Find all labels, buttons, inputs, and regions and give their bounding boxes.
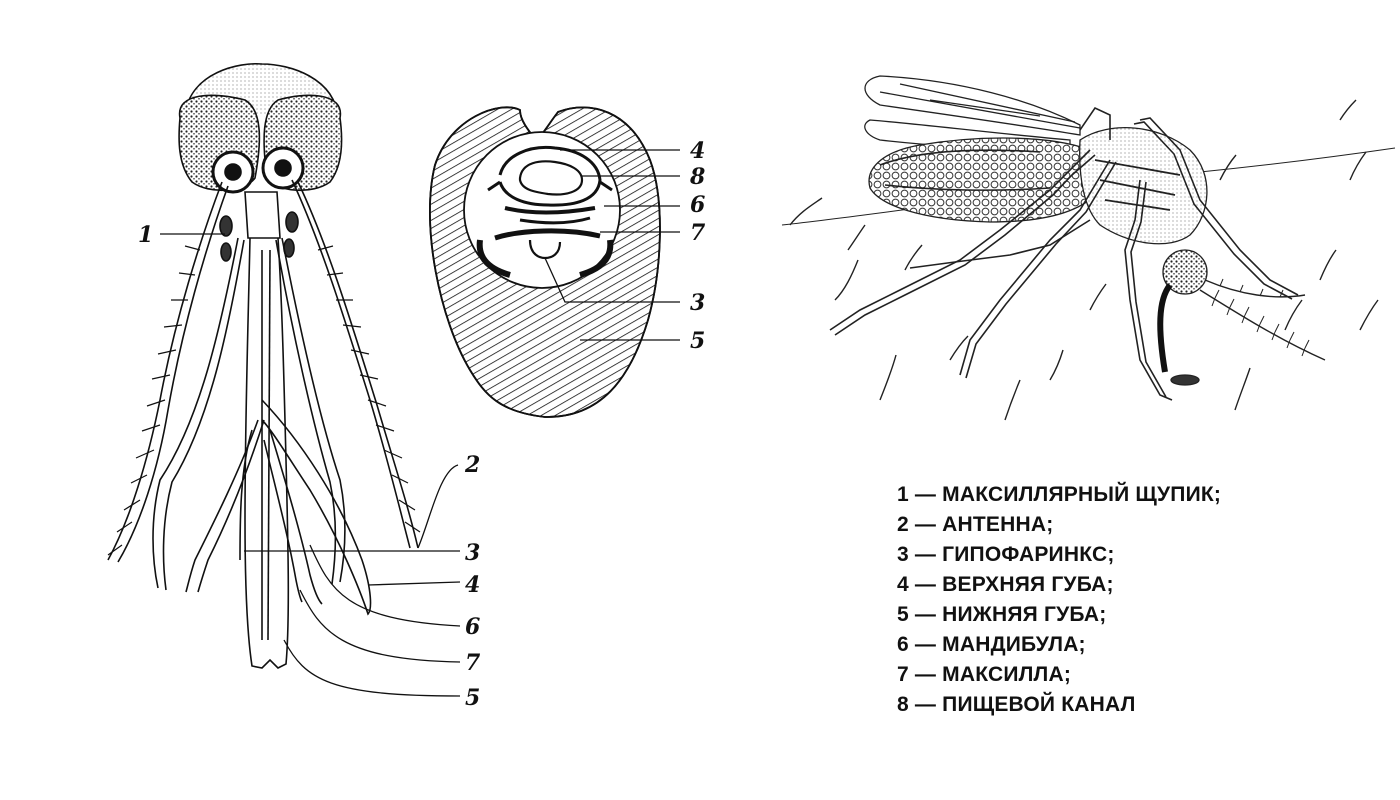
legend-item-8: 8 — ПИЩЕВОЙ КАНАЛ [897, 693, 1136, 716]
skin-hairs [789, 99, 1379, 421]
head-diagram-labels: 1 2 3 4 6 7 5 [138, 222, 481, 711]
xsec-label-8: 8 [689, 164, 705, 190]
xsec-label-7: 7 [690, 220, 706, 246]
legend-item-6: 6 — МАНДИБУЛА; [897, 633, 1086, 656]
maxilla-cross [494, 228, 601, 241]
maxillae [269, 429, 323, 605]
wing-upper [864, 75, 1081, 136]
head-label-2: 2 [464, 452, 480, 478]
legend-item-3: 3 — ГИПОФАРИНКС; [897, 543, 1115, 566]
right-antenna [291, 179, 411, 549]
head-label-7: 7 [465, 650, 481, 676]
left-maxillary-palp [152, 237, 239, 589]
legend-item-1: 1 — МАКСИЛЛЯРНЫЙ ЩУПИК; [897, 483, 1222, 506]
left-antenna [107, 181, 223, 561]
head-label-5: 5 [465, 685, 480, 711]
right-maxillary-palp [281, 237, 346, 583]
legend-item-4: 4 — ВЕРХНЯЯ ГУБА; [897, 573, 1114, 596]
cross-section-labels: 4 8 6 7 3 5 [689, 138, 706, 354]
mosquito-head-drawing [107, 62, 461, 697]
clypeus [244, 191, 281, 239]
head-label-4: 4 [465, 572, 480, 598]
legend: 1 — МАКСИЛЛЯРНЫЙ ЩУПИК; 2 — АНТЕННА; 3 —… [897, 480, 1377, 720]
proboscis-cross-section [429, 106, 680, 418]
mandible-cross [504, 206, 596, 215]
xsec-label-5: 5 [690, 328, 705, 354]
legend-item-5: 5 — НИЖНЯЯ ГУБА; [897, 603, 1107, 626]
head-label-6: 6 [465, 614, 480, 640]
labium [244, 237, 290, 669]
head-label-3: 3 [465, 540, 480, 566]
food-canal [518, 160, 584, 196]
thorax [1079, 127, 1208, 245]
xsec-label-3: 3 [690, 290, 705, 316]
mosquito-head [1162, 249, 1208, 295]
legs [829, 106, 1299, 401]
mandibles [185, 419, 259, 593]
mosquito-proboscis [1157, 283, 1173, 373]
xsec-label-6: 6 [690, 192, 705, 218]
legend-item-2: 2 — АНТЕННА; [897, 513, 1054, 536]
abdomen [868, 137, 1096, 223]
head-label-1: 1 [138, 222, 153, 248]
labrum [261, 399, 372, 616]
legend-item-7: 7 — МАКСИЛЛА; [897, 663, 1072, 686]
mosquito-feeding-illustration [781, 75, 1396, 421]
xsec-label-4: 4 [690, 138, 705, 164]
